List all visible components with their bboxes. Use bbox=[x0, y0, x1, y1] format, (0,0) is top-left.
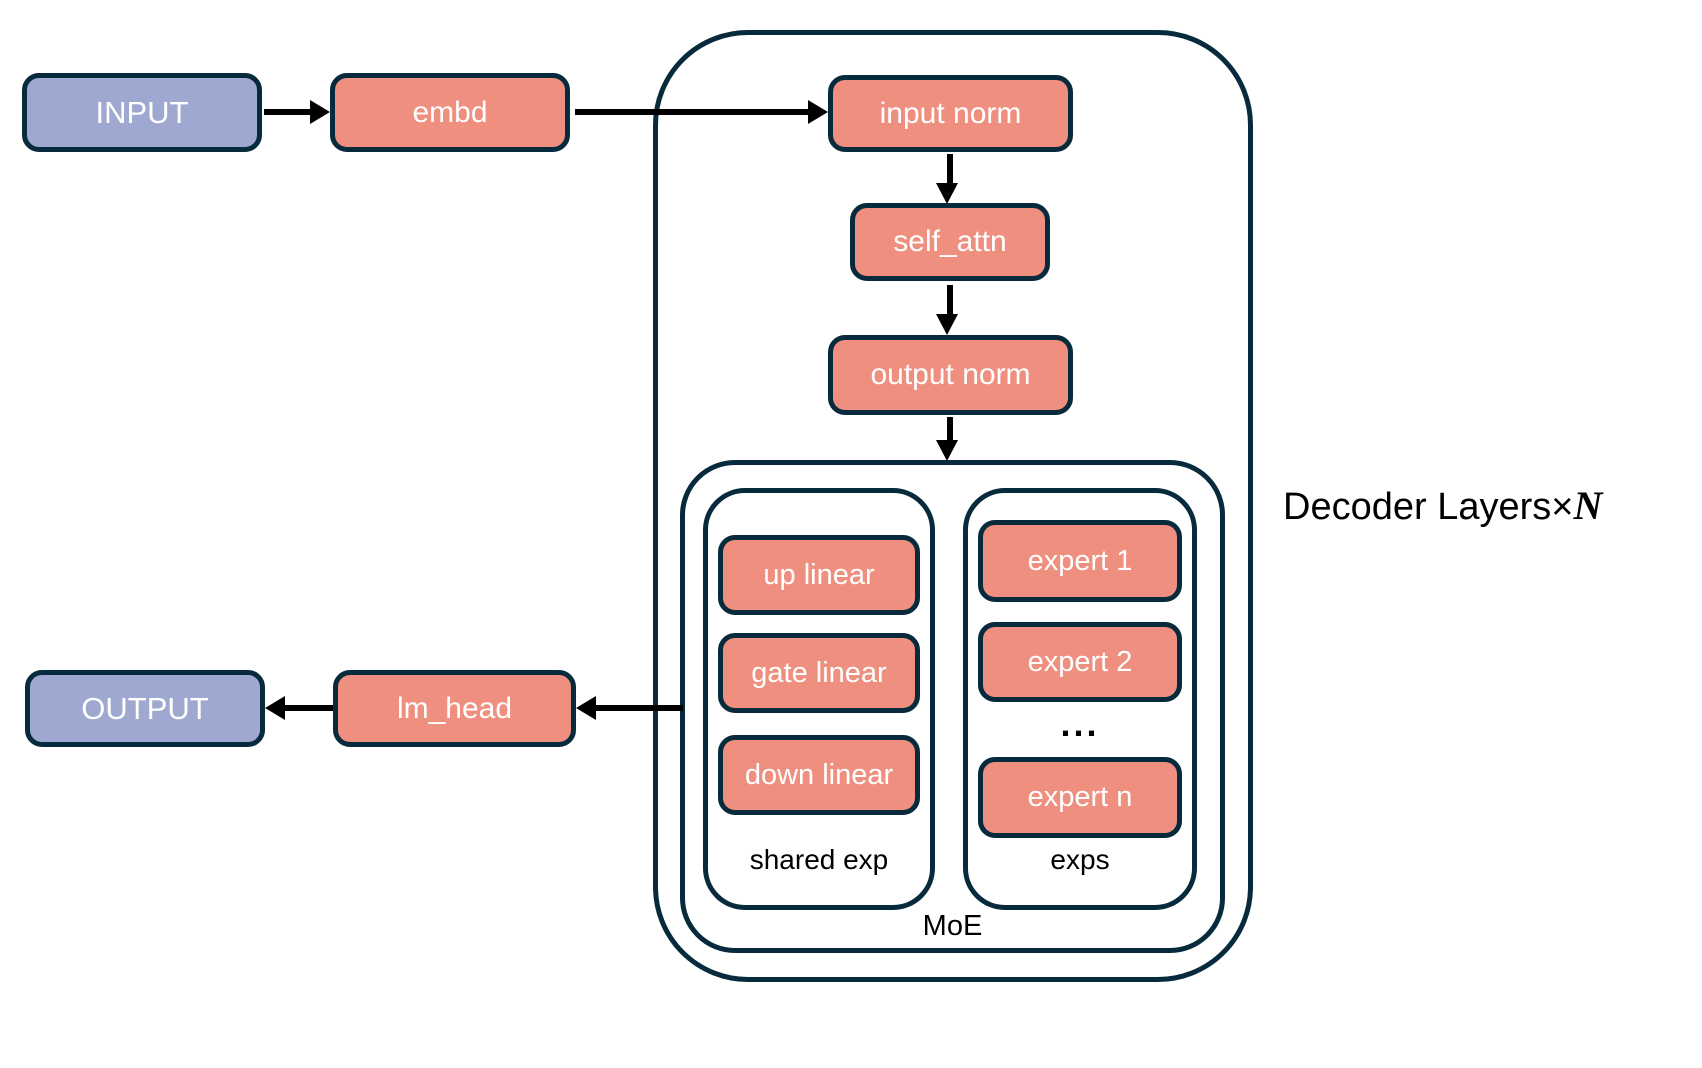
expert-1-node: expert 1 bbox=[978, 520, 1182, 602]
shared-exp-container bbox=[703, 488, 935, 910]
arrow-input-to-embd bbox=[264, 109, 310, 115]
arrowhead-self-attn-to-output-norm bbox=[936, 314, 958, 335]
embd-node: embd bbox=[330, 73, 570, 152]
decoder-layers-n-variable: N bbox=[1573, 483, 1603, 528]
arrow-input-norm-to-self-attn bbox=[947, 154, 953, 184]
exps-label: exps bbox=[1050, 844, 1110, 875]
arrow-moe-to-lm-head bbox=[596, 705, 683, 711]
moe-label: MoE bbox=[922, 910, 983, 942]
expert-2-node: expert 2 bbox=[978, 622, 1182, 702]
self-attn-node: self_attn bbox=[850, 203, 1050, 281]
up-linear-node: up linear bbox=[718, 535, 920, 615]
arrowhead-embd-to-input-norm bbox=[808, 100, 828, 124]
arrow-embd-to-input-norm bbox=[575, 109, 808, 115]
arrow-self-attn-to-output-norm bbox=[947, 285, 953, 315]
arrowhead-lm-head-to-output bbox=[265, 696, 285, 720]
expert-n-node: expert n bbox=[978, 757, 1182, 838]
arrow-lm-head-to-output bbox=[285, 705, 333, 711]
output-norm-node: output norm bbox=[828, 335, 1073, 415]
arrowhead-moe-to-lm-head bbox=[576, 696, 596, 720]
gate-linear-node: gate linear bbox=[718, 633, 920, 713]
exps-container bbox=[963, 488, 1197, 910]
decoder-layers-label-text: Decoder Layers× bbox=[1283, 486, 1574, 528]
decoder-layers-label: Decoder Layers×N bbox=[1283, 483, 1603, 528]
input-node: INPUT bbox=[22, 73, 262, 152]
shared-exp-label: shared exp bbox=[749, 844, 889, 875]
input-norm-node: input norm bbox=[828, 75, 1073, 152]
output-node: OUTPUT bbox=[25, 670, 265, 747]
arrow-output-norm-to-moe bbox=[947, 417, 953, 441]
lm-head-node: lm_head bbox=[333, 670, 576, 747]
arrowhead-output-norm-to-moe bbox=[936, 440, 958, 461]
arrowhead-input-to-embd bbox=[310, 100, 330, 124]
experts-ellipsis: ... bbox=[1060, 703, 1100, 744]
arrowhead-input-norm-to-self-attn bbox=[936, 183, 958, 204]
decoder-layers-container bbox=[653, 30, 1253, 982]
down-linear-node: down linear bbox=[718, 735, 920, 815]
